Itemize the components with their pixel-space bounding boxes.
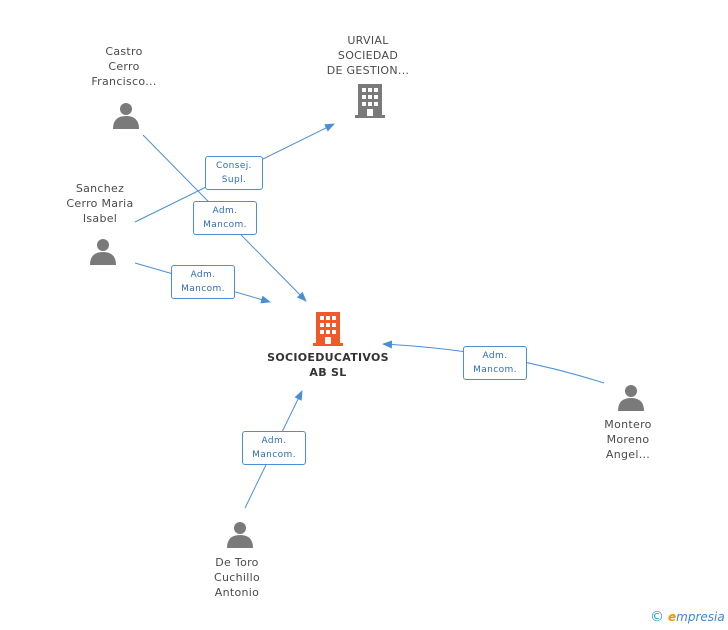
edge-label-adm-mancom-castro[interactable]: Adm. Mancom. xyxy=(193,201,257,235)
person-icon[interactable] xyxy=(89,237,117,265)
edge-label-adm-mancom-sanchez[interactable]: Adm. Mancom. xyxy=(171,265,235,299)
node-label-center: SOCIOEDUCATIVOS AB SL xyxy=(267,351,389,379)
node-label-montero: Montero Moreno Angel... xyxy=(604,418,652,461)
node-label-sanchez: Sanchez Cerro Maria Isabel xyxy=(66,182,134,225)
footer-brand: © empresia xyxy=(650,609,725,625)
edge-label-consej-supl[interactable]: Consej. Supl. xyxy=(205,156,263,190)
building-icon[interactable] xyxy=(355,84,385,118)
brand-name: mpresia xyxy=(676,610,725,624)
edge-label-adm-mancom-montero[interactable]: Adm. Mancom. xyxy=(463,346,527,380)
node-label-detoro: De Toro Cuchillo Antonio xyxy=(214,556,260,599)
edge-label-adm-mancom-detoro[interactable]: Adm. Mancom. xyxy=(242,431,306,465)
node-label-urvial: URVIAL SOCIEDAD DE GESTION... xyxy=(326,34,410,77)
node-label-castro: Castro Cerro Francisco... xyxy=(91,45,157,88)
person-icon[interactable] xyxy=(617,383,645,411)
building-icon[interactable] xyxy=(313,312,343,346)
person-icon[interactable] xyxy=(112,101,140,129)
copyright-icon: © xyxy=(650,609,664,625)
brand-e: e xyxy=(668,610,677,624)
person-icon[interactable] xyxy=(226,520,254,548)
